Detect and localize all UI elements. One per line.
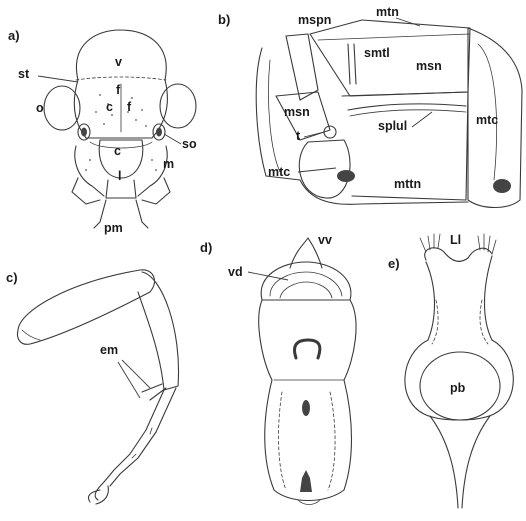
tarsus-joint-1 (150, 428, 152, 434)
panel-c-leg-drawing: c) em (6, 270, 179, 504)
leader-st (38, 76, 78, 82)
aedeagus-body-outline (259, 300, 356, 501)
right-bristles (478, 234, 496, 254)
tarsal-claws (88, 482, 108, 504)
panel-e-label: e) (388, 256, 400, 271)
upper-lobe-outline (261, 262, 351, 300)
label-l: l (118, 169, 121, 183)
panel-d-genitalia-drawing: d) vv vd (200, 233, 356, 505)
top-lobes-outline (425, 248, 492, 262)
label-mtc-2: mtc (268, 165, 290, 179)
panel-b-label: b) (218, 12, 230, 27)
scutellum-line (348, 44, 350, 84)
thorax-ventral-outline (300, 180, 468, 204)
neck-inner-dashed (432, 300, 488, 344)
trochantin (324, 126, 336, 138)
femur-outline (18, 270, 155, 345)
label-st: st (18, 67, 30, 81)
label-c-2: c (114, 144, 121, 158)
label-f-2: f (127, 100, 132, 114)
tail-outline (430, 416, 490, 508)
label-splul: splul (378, 119, 407, 133)
splul-ridge (348, 104, 466, 110)
tarsus-joint-2 (132, 454, 136, 458)
label-o: o (36, 101, 44, 115)
label-m: m (163, 157, 174, 171)
panel-d-label: d) (200, 240, 212, 255)
pronotum-inner (268, 60, 280, 172)
left-ocellus-spot (81, 128, 87, 137)
leader-vd (248, 272, 288, 280)
label-mspn: mspn (298, 13, 331, 27)
tibia-outline (138, 272, 179, 390)
mesonotum-outline (310, 20, 470, 96)
left-bristles (420, 234, 440, 252)
label-pm: pm (104, 221, 123, 235)
label-v: v (115, 55, 122, 69)
vertex-suture (76, 77, 166, 80)
label-ll: Ll (450, 233, 461, 247)
label-msn-2: msn (284, 105, 310, 119)
leader-splul (412, 112, 432, 127)
hind-coxa-spot (493, 179, 511, 193)
label-msn-1: msn (416, 59, 442, 73)
label-mtn: mtn (376, 5, 399, 19)
leader-em-1 (122, 360, 150, 388)
tarsus-outline (104, 390, 164, 482)
right-compound-eye (160, 84, 196, 128)
right-ocellus-spot (156, 128, 162, 137)
spot-lower (300, 470, 312, 492)
hind-lobe-inner (478, 44, 497, 180)
leader-so (164, 134, 181, 144)
spot-upper (302, 400, 310, 416)
right-palp (136, 200, 148, 228)
label-mtc-1: mtc (476, 113, 498, 127)
scutellum-line-2 (354, 44, 356, 84)
mesopleuron-outline (286, 34, 318, 100)
tibial-spur-1 (142, 384, 162, 392)
label-smtl: smtl (364, 46, 390, 60)
splul-ridge-2 (350, 110, 466, 116)
tarsus-outline-2 (110, 388, 176, 486)
label-c-1: c (106, 100, 113, 114)
panel-c-label: c) (6, 270, 18, 285)
neck-outline (426, 256, 492, 340)
label-t: t (296, 129, 301, 143)
label-so: so (182, 137, 197, 151)
mid-coxa-spot (337, 170, 355, 182)
label-vd: vd (228, 265, 243, 279)
label-vv: vv (318, 233, 332, 247)
panel-a-head-drawing: a) (8, 28, 197, 235)
panel-a-label: a) (8, 28, 20, 43)
panel-b-thorax-drawing: b) mspn mtn smtl msn msn splul (218, 5, 522, 208)
mesonotum-ridge (318, 34, 470, 40)
sclerite-bracket (295, 340, 320, 358)
label-f-1: f (116, 83, 121, 97)
label-em: em (100, 343, 118, 357)
label-pb: pb (450, 381, 466, 395)
leader-mtc-2 (298, 168, 336, 172)
panel-e-structure-drawing: e) Ll pb (388, 233, 513, 508)
upper-lobe-inner-2 (280, 282, 332, 298)
upper-lobe-inner-1 (270, 272, 342, 296)
leader-mtn (396, 18, 420, 26)
label-mttn: mttn (394, 177, 421, 191)
leader-t (304, 132, 324, 137)
femur-joint (22, 330, 40, 340)
